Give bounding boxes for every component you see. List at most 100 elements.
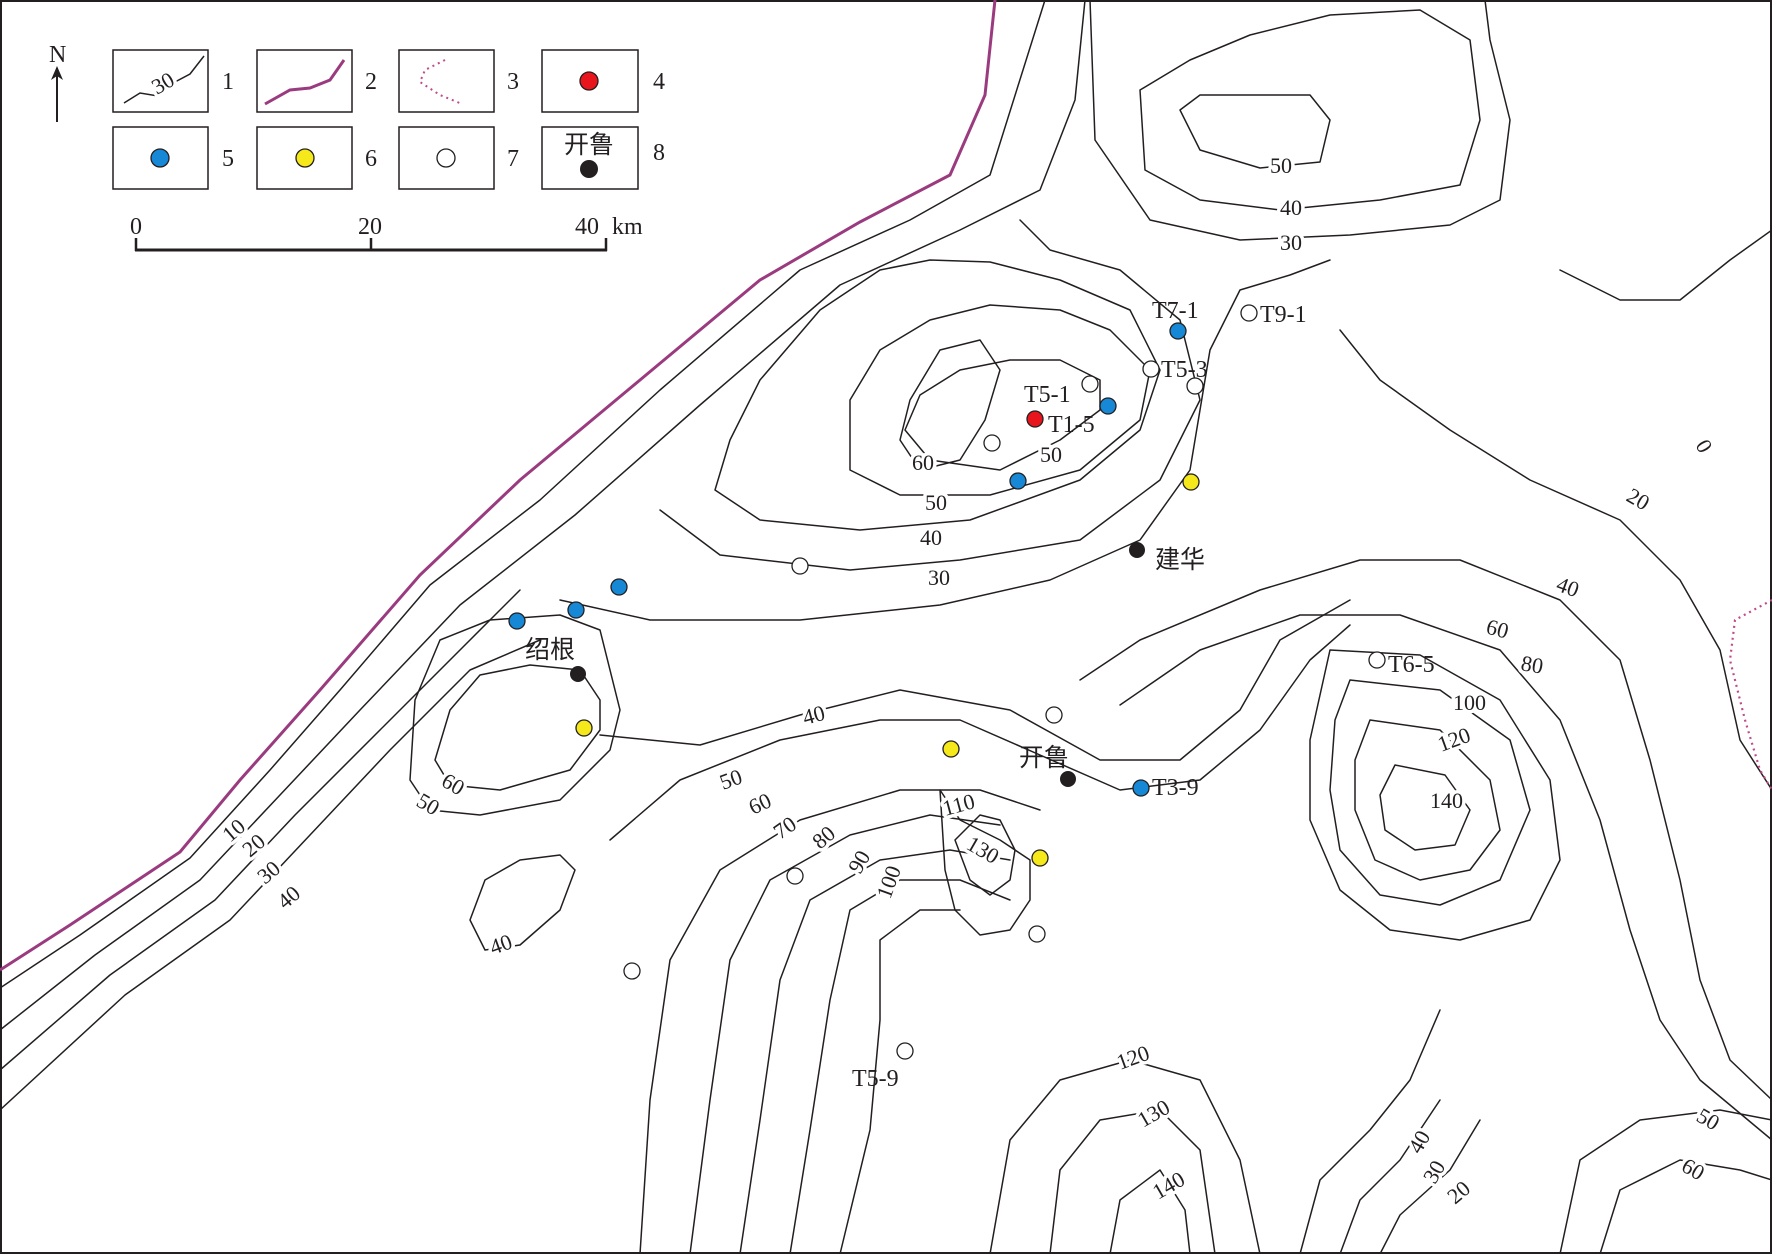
red-well-marker [1026, 410, 1044, 428]
red-dot-icon [579, 71, 599, 91]
contour-m-100 [839, 909, 961, 1254]
contour-ne-50 [1179, 94, 1331, 169]
yellow-well-marker [1182, 473, 1200, 491]
open-well-marker [1081, 375, 1099, 393]
north-arrow: N [49, 42, 66, 122]
contour-m-50 [609, 624, 1351, 841]
blue-well-marker [1132, 779, 1150, 797]
contour-e-60 [1119, 614, 1772, 1141]
scale-label: 0 [130, 214, 142, 240]
blue-well-marker [1009, 472, 1027, 490]
open-well-marker [1240, 304, 1258, 322]
dotted-line-icon [418, 59, 463, 105]
well-label: T9-1 [1260, 302, 1307, 328]
town-marker [1129, 542, 1145, 558]
contour-label: 50 [925, 490, 947, 515]
contour-m-40 [599, 599, 1351, 761]
scale-unit: km [612, 214, 643, 240]
contour-e-140 [1379, 764, 1471, 851]
contour-m-80 [739, 849, 1011, 1254]
legend-box [256, 49, 353, 113]
contour-ne-40 [1139, 9, 1481, 211]
blue-well-marker [610, 578, 628, 596]
legend: 30 1 2 3 4 5 6 7 开鲁 8 [112, 49, 665, 190]
well-label: T3-9 [1152, 775, 1199, 801]
contour-label: 100 [1453, 690, 1486, 715]
legend-number: 4 [653, 69, 665, 95]
blue-well-marker [1169, 322, 1187, 340]
contour-c-60b [899, 339, 1001, 471]
north-label: N [49, 42, 66, 68]
contour-label: 140 [1430, 788, 1463, 813]
contour-s-140 [1109, 1169, 1191, 1254]
legend-number: 7 [507, 146, 519, 172]
contour-w-50 [409, 614, 621, 816]
blue-dot-icon [150, 148, 170, 168]
yellow-well-marker [575, 719, 593, 737]
contour-label: 40 [920, 525, 942, 550]
legend-number: 5 [222, 146, 234, 172]
contour-label: 60 [912, 450, 934, 475]
contour-s-120 [989, 1059, 1261, 1254]
contour-10 [0, 0, 1046, 989]
open-well-marker [1045, 706, 1063, 724]
contour-se-50 [1559, 1109, 1772, 1254]
legend-sample-text: 开鲁 [564, 130, 614, 159]
contour-label: 30 [1280, 230, 1302, 255]
contour-e-20 [1339, 329, 1772, 791]
contour-m-130 [954, 814, 1016, 896]
well-label: T1-5 [1048, 412, 1095, 438]
well-label: T5-3 [1161, 357, 1208, 383]
yellow-well-marker [1031, 849, 1049, 867]
place-labels: 建华 绍根 开鲁 [525, 545, 1205, 772]
town-marker [1060, 771, 1076, 787]
legend-number: 2 [365, 69, 377, 95]
well-markers [508, 304, 1386, 1060]
contour-c-50b [849, 304, 1151, 496]
legend-box [541, 126, 639, 190]
contour-se-60 [1599, 1159, 1772, 1254]
basin-boundary-line [0, 0, 997, 972]
well-labels: T7-1 T9-1 T5-3 T5-1 T1-5 T6-5 T3-9 T5-9 [852, 298, 1435, 1092]
contour-label: 80 [1519, 650, 1545, 678]
scale-label: 20 [358, 214, 382, 240]
legend-number: 3 [507, 69, 519, 95]
contour-ne-30 [1089, 0, 1511, 241]
legend-number: 8 [653, 140, 665, 166]
open-well-marker [1186, 377, 1204, 395]
open-well-marker [1028, 925, 1046, 943]
legend-box [112, 49, 209, 113]
contour-line-icon [123, 55, 205, 104]
contour-m-90 [789, 879, 1011, 1254]
contour-w-60 [434, 664, 601, 791]
well-label: T6-5 [1388, 652, 1435, 678]
well-label: T5-9 [852, 1066, 899, 1092]
scale-bar: 0 20 40 km [130, 214, 643, 252]
well-label: T5-1 [1024, 382, 1071, 408]
contour-label: 40 [1280, 195, 1302, 220]
black-dot-icon [580, 160, 598, 178]
open-well-marker [786, 867, 804, 885]
contour-s-130 [1049, 1109, 1216, 1254]
blue-well-marker [1099, 397, 1117, 415]
open-circle-icon [436, 148, 456, 168]
yellow-dot-icon [295, 148, 315, 168]
contour-e-120 [1354, 719, 1501, 881]
contour-m-110 [939, 789, 1031, 936]
open-well-marker [1142, 360, 1160, 378]
blue-well-marker [508, 612, 526, 630]
contour-se-30 [1339, 1099, 1441, 1254]
open-well-marker [623, 962, 641, 980]
north-arrowhead-icon [51, 66, 63, 80]
contour-c-50a [714, 259, 1161, 531]
contour-c-30 [559, 259, 1331, 621]
contour-20 [0, 0, 1086, 1031]
place-label-shaogen: 绍根 [525, 635, 575, 664]
contour-c-60 [904, 359, 1101, 471]
well-label: T7-1 [1152, 298, 1199, 324]
open-well-marker [791, 557, 809, 575]
contour-label: 30 [928, 565, 950, 590]
open-well-marker [896, 1042, 914, 1060]
scale-label: 40 [575, 214, 599, 240]
